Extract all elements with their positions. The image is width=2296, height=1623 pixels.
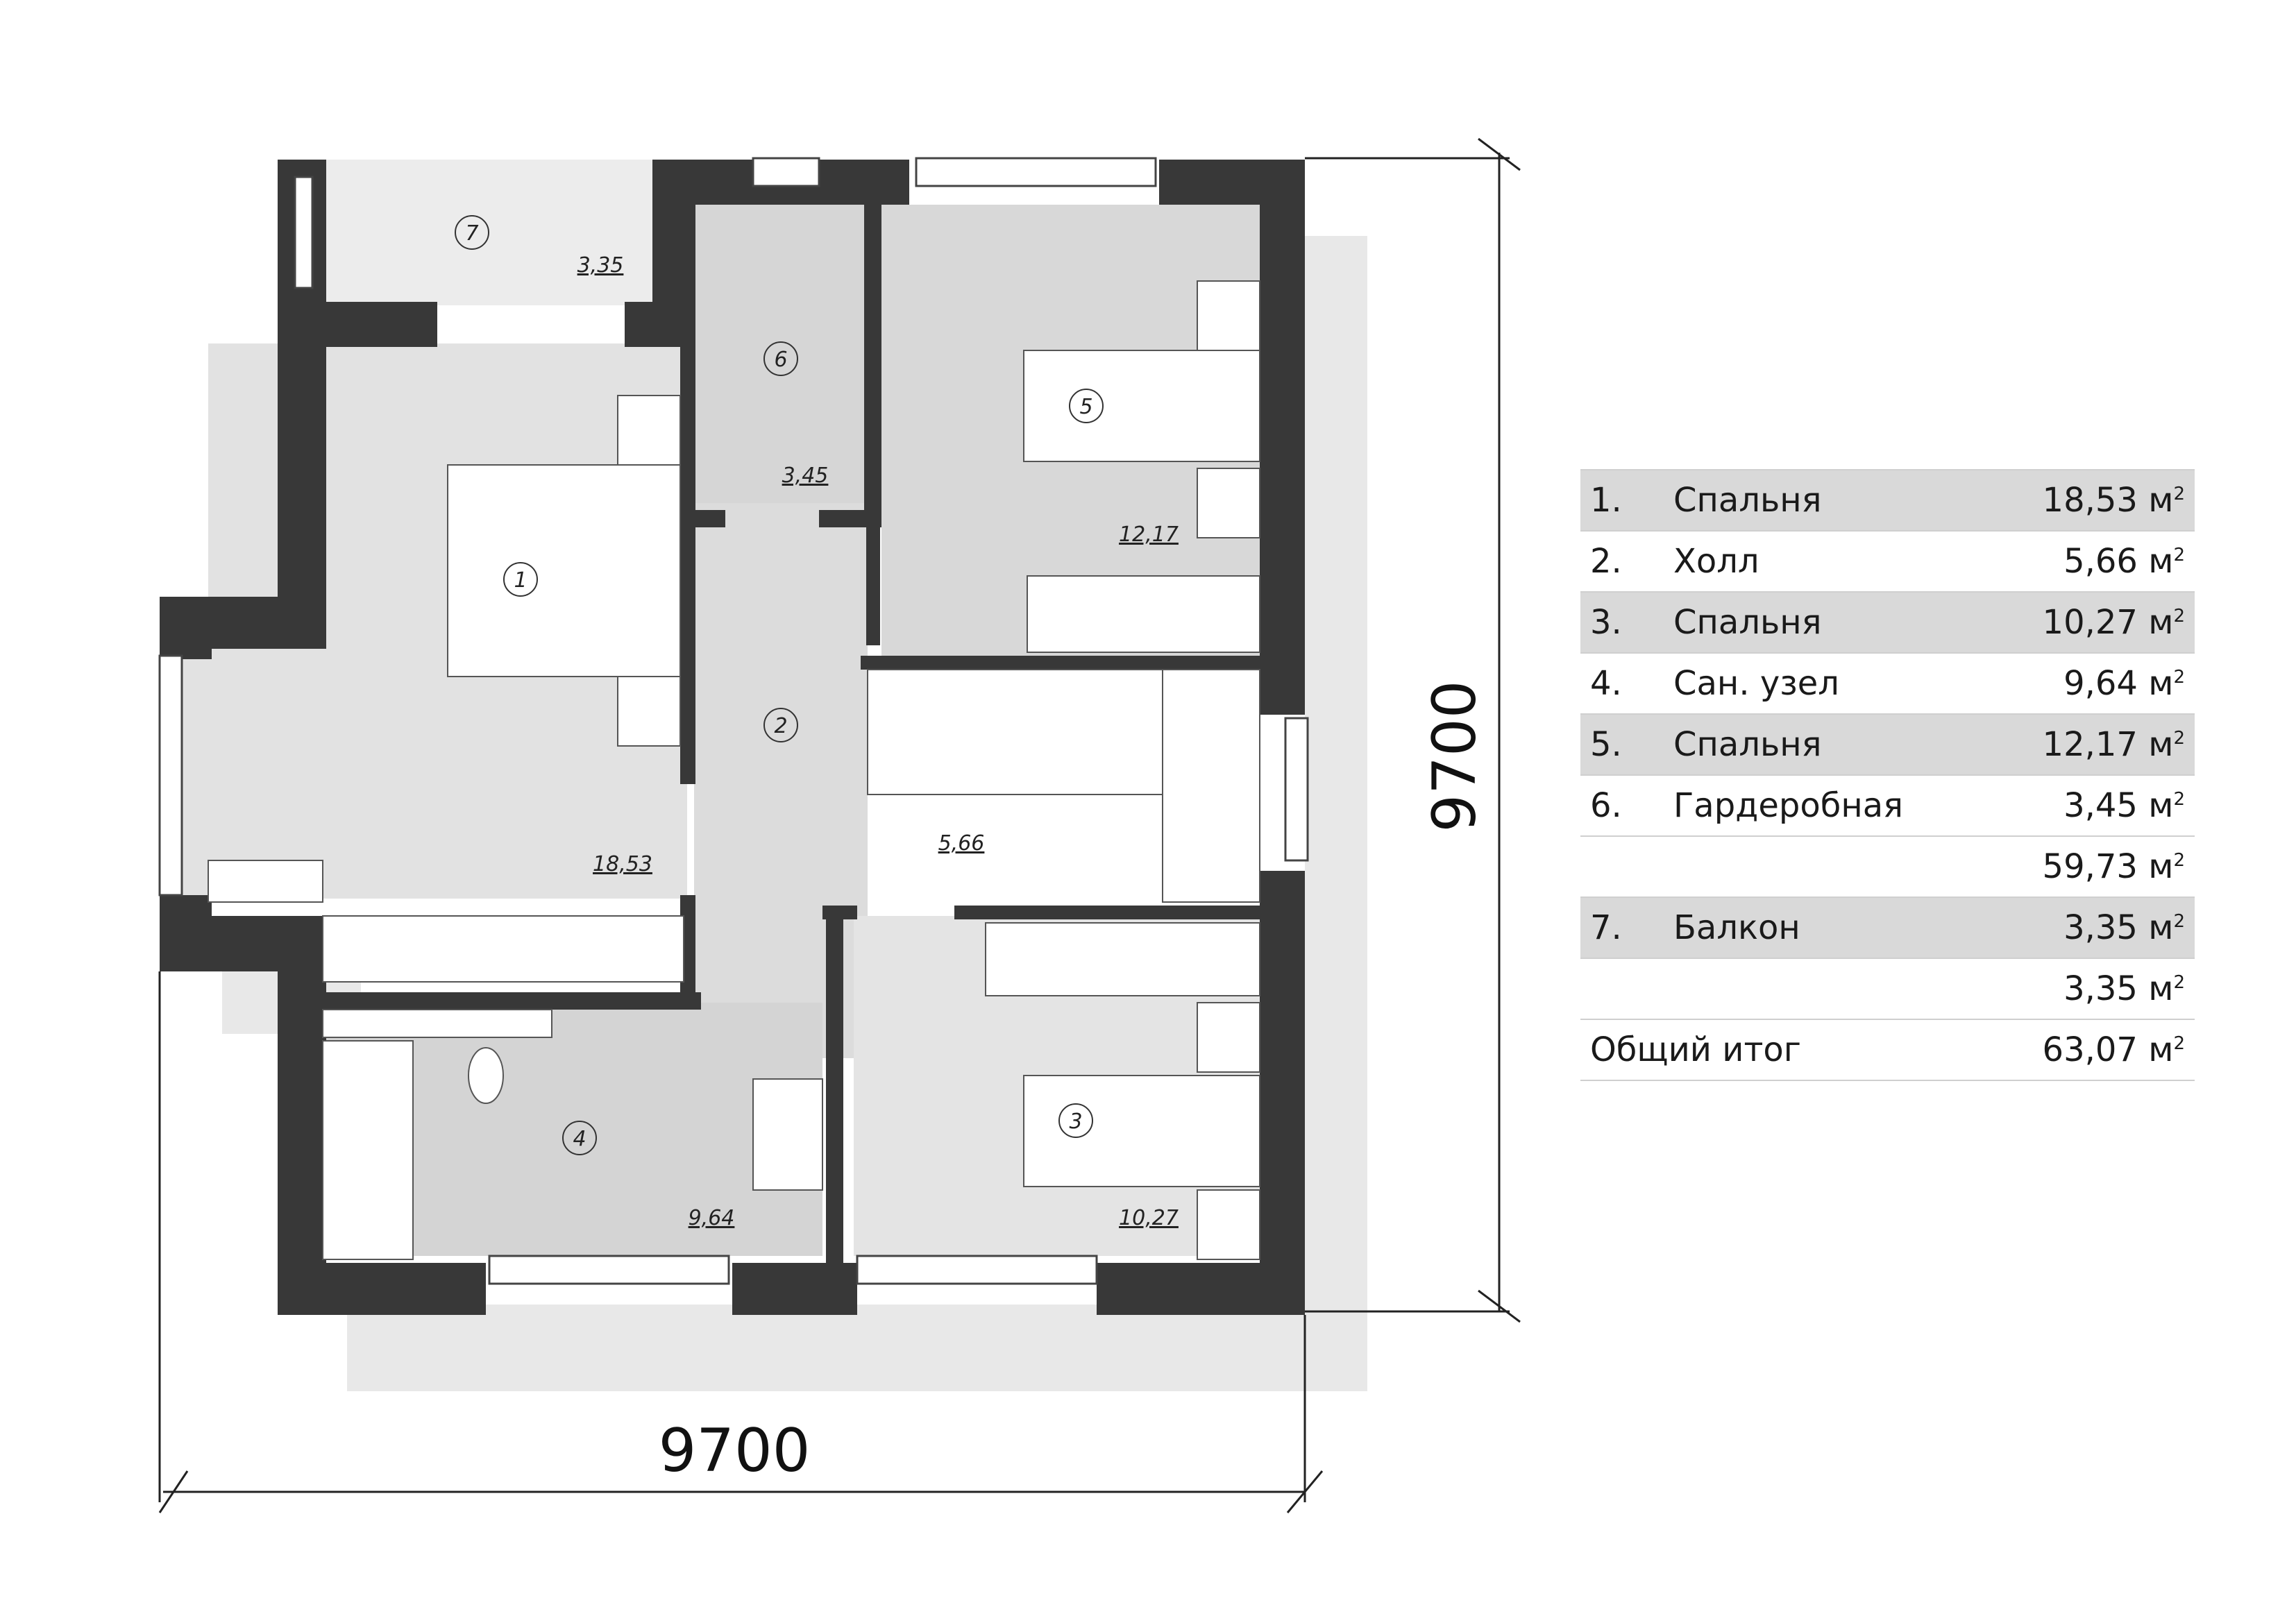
legend-row-area: 18,53 м2 bbox=[2007, 469, 2195, 531]
legend-total-row: Общий итог 63,07 м2 bbox=[1580, 1019, 2195, 1081]
legend-row-num: 1. bbox=[1580, 469, 1673, 531]
legend-row-num: 6. bbox=[1580, 774, 1673, 836]
window-bedroom-1 bbox=[158, 654, 183, 897]
legend-subtotal-row: 59,73 м2 bbox=[1580, 835, 2195, 897]
toilet bbox=[468, 1047, 504, 1104]
legend-row-name: Спальня bbox=[1673, 469, 2007, 531]
legend-row: 4. Сан. узел 9,64 м2 bbox=[1580, 652, 2195, 714]
legend-row-balcony: 7. Балкон 3,35 м2 bbox=[1580, 897, 2195, 958]
dimension-vertical: 9700 bbox=[1420, 681, 1489, 833]
stair-flight-1 bbox=[867, 669, 1163, 795]
room-area-7: 3,35 bbox=[577, 253, 624, 278]
legend-row-num: 4. bbox=[1580, 652, 1673, 714]
shower bbox=[752, 1078, 823, 1191]
legend-row-name: Спальня bbox=[1673, 591, 2007, 653]
legend-subtotal-2: 3,35 м2 bbox=[2007, 958, 2195, 1019]
legend-row: 2. Холл 5,66 м2 bbox=[1580, 530, 2195, 592]
area-legend-table: 1. Спальня 18,53 м2 2. Холл 5,66 м2 3. С… bbox=[1580, 469, 2195, 1081]
legend-total-label: Общий итог bbox=[1580, 1019, 2007, 1081]
bathtub bbox=[322, 1040, 414, 1260]
legend-row-area: 9,64 м2 bbox=[2007, 652, 2195, 714]
floor-wardrobe bbox=[694, 205, 881, 503]
window-wardrobe bbox=[752, 157, 820, 187]
legend-row-num: 5. bbox=[1580, 713, 1673, 775]
bed-3 bbox=[1023, 1075, 1260, 1187]
nightstand-3b bbox=[1197, 1189, 1260, 1260]
legend-row: 1. Спальня 18,53 м2 bbox=[1580, 469, 2195, 531]
legend-row-num: 7. bbox=[1580, 897, 1673, 958]
wardrobe-3 bbox=[985, 922, 1260, 996]
dimension-lines bbox=[158, 137, 1521, 1513]
legend-row-area: 10,27 м2 bbox=[2007, 591, 2195, 653]
window-bedroom-3 bbox=[856, 1255, 1098, 1285]
nightstand-5b bbox=[1197, 468, 1260, 538]
window-balcony bbox=[294, 176, 314, 289]
bath-counter bbox=[322, 1009, 552, 1038]
room-num-6: 6 bbox=[774, 348, 787, 372]
legend-row-name: Гардеробная bbox=[1673, 774, 2007, 836]
nightstand-1a bbox=[617, 395, 681, 466]
nightstand-1b bbox=[617, 676, 681, 747]
bed-1 bbox=[447, 464, 681, 677]
nightstand-3a bbox=[1197, 1002, 1260, 1073]
legend-row-area: 3,35 м2 bbox=[2007, 897, 2195, 958]
legend-total-value: 63,07 м2 bbox=[2007, 1019, 2195, 1081]
room-labels: 7 3,35 1 18,53 6 3,45 2 5,66 5 12,17 4 9… bbox=[455, 215, 1179, 1230]
legend-row-area: 5,66 м2 bbox=[2007, 530, 2195, 592]
room-num-1: 1 bbox=[514, 568, 527, 593]
room-num-5: 5 bbox=[1079, 395, 1092, 419]
wardrobe-5 bbox=[1027, 575, 1260, 653]
legend-subtotal-row: 3,35 м2 bbox=[1580, 958, 2195, 1019]
windows bbox=[158, 157, 1309, 1285]
window-bedroom-5 bbox=[915, 157, 1157, 187]
legend-row-name: Холл bbox=[1673, 530, 2007, 592]
dimension-horizontal: 9700 bbox=[659, 1416, 811, 1486]
room-area-2: 5,66 bbox=[938, 831, 985, 856]
building-shadow bbox=[222, 236, 1367, 1391]
legend-row-area: 12,17 м2 bbox=[2007, 713, 2195, 775]
legend-row: 6. Гардеробная 3,45 м2 bbox=[1580, 774, 2195, 836]
bed-5 bbox=[1023, 350, 1260, 462]
room-num-7: 7 bbox=[465, 221, 478, 246]
legend-row-name: Спальня bbox=[1673, 713, 2007, 775]
room-area-4: 9,64 bbox=[689, 1206, 735, 1230]
room-area-1: 18,53 bbox=[593, 852, 652, 876]
window-stairs bbox=[1284, 717, 1309, 862]
room-num-3: 3 bbox=[1069, 1110, 1082, 1134]
legend-row-name: Сан. узел bbox=[1673, 652, 2007, 714]
room-num-2: 2 bbox=[774, 714, 787, 738]
desk-1 bbox=[208, 860, 323, 903]
room-area-6: 3,45 bbox=[782, 464, 829, 488]
nightstand-5a bbox=[1197, 280, 1260, 351]
window-bathroom bbox=[488, 1255, 730, 1285]
legend-row-name: Балкон bbox=[1673, 897, 2007, 958]
walls bbox=[160, 160, 1305, 1315]
legend-row: 3. Спальня 10,27 м2 bbox=[1580, 591, 2195, 653]
furniture bbox=[208, 280, 1260, 1260]
legend-subtotal-1: 59,73 м2 bbox=[2007, 835, 2195, 897]
legend-row-num: 3. bbox=[1580, 591, 1673, 653]
room-area-3: 10,27 bbox=[1119, 1206, 1179, 1230]
wardrobe-1 bbox=[322, 915, 684, 983]
room-num-4: 4 bbox=[573, 1127, 586, 1151]
legend-row-area: 3,45 м2 bbox=[2007, 774, 2195, 836]
stair-flight-2 bbox=[1162, 669, 1260, 903]
legend-row: 5. Спальня 12,17 м2 bbox=[1580, 713, 2195, 775]
room-area-5: 12,17 bbox=[1119, 522, 1179, 547]
legend-row-num: 2. bbox=[1580, 530, 1673, 592]
